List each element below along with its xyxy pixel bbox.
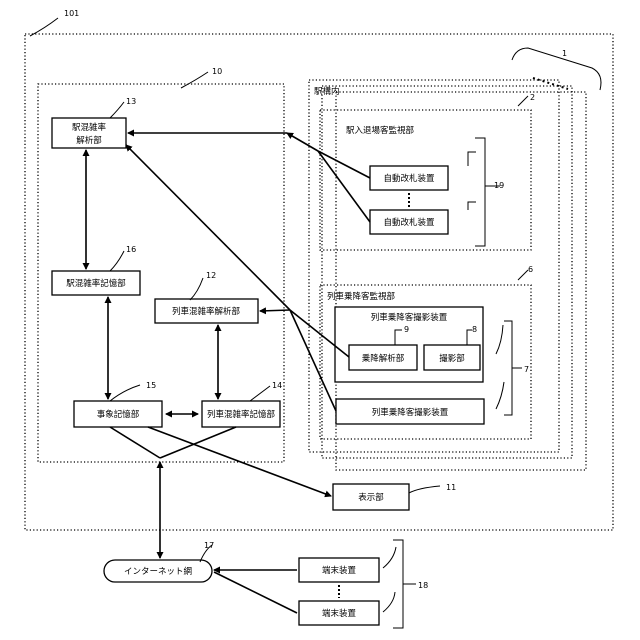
train-congestion-memory-label: 列車混雑率記憶部	[207, 409, 276, 420]
ref-1: 1	[562, 49, 567, 58]
ref-17: 17	[204, 541, 214, 550]
display-label: 表示部	[358, 492, 384, 503]
camera-unit-title: 列車乗降客撮影装置	[371, 312, 448, 323]
station-inside-label: 駅構内	[314, 86, 340, 97]
ref-19: 19	[494, 181, 504, 190]
bracket-1	[512, 48, 601, 90]
ref-7: 7	[524, 365, 529, 374]
auto-gate-label-2: 自動改札装置	[383, 217, 435, 228]
station-congestion-analysis-label-2: 解析部	[76, 135, 102, 146]
gate-monitor-label: 駅入退場客監視部	[346, 125, 415, 136]
ref-11: 11	[446, 483, 456, 492]
event-memory-label: 事象記憶部	[97, 409, 140, 420]
station-congestion-analysis-label-1: 駅混雑率	[72, 122, 107, 133]
terminal-label-1: 端末装置	[322, 565, 357, 576]
camera-part-label: 撮影部	[439, 353, 465, 364]
ref-2: 2	[530, 93, 535, 102]
ref-101: 101	[64, 9, 79, 18]
ref-13: 13	[126, 97, 136, 106]
ref-14: 14	[272, 381, 282, 390]
bracket-7	[504, 321, 512, 415]
ref-16: 16	[126, 245, 136, 254]
boarding-analysis-label: 乗降解析部	[362, 353, 405, 364]
train-monitor-label: 列車乗降客監視部	[327, 291, 396, 302]
train-congestion-analysis-label: 列車混雑率解析部	[172, 306, 241, 317]
ref-15: 15	[146, 381, 156, 390]
connections	[86, 133, 370, 613]
network-label: インターネット網	[124, 566, 192, 577]
auto-gate-label-1: 自動改札装置	[383, 173, 435, 184]
ref-8: 8	[472, 325, 477, 334]
station-congestion-memory-label: 駅混雑率記憶部	[66, 278, 126, 289]
camera-device-label: 列車乗降客撮影装置	[372, 407, 449, 418]
ref-9: 9	[404, 325, 409, 334]
terminal-label-2: 端末装置	[322, 608, 357, 619]
ref-10: 10	[212, 67, 222, 76]
bracket-19	[475, 138, 485, 246]
ref-12: 12	[206, 271, 216, 280]
ref-6: 6	[528, 265, 533, 274]
ref-18: 18	[418, 581, 428, 590]
